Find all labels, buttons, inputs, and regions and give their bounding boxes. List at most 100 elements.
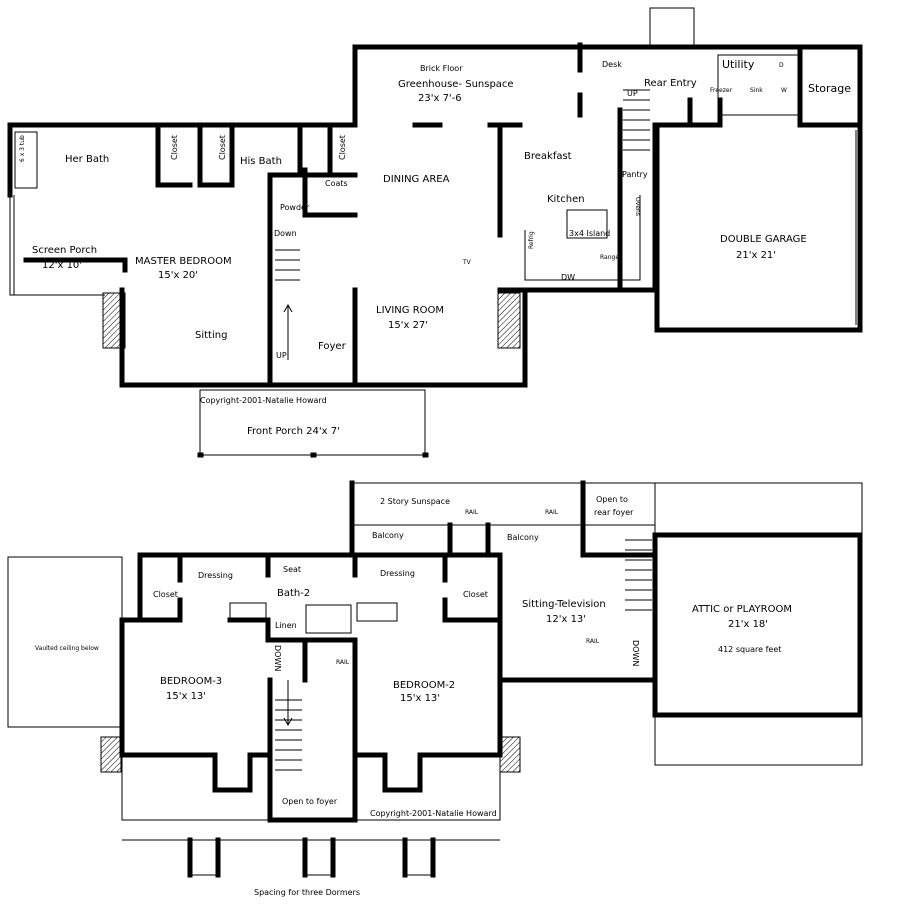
master-bedroom-label: MASTER BEDROOM <box>135 256 232 267</box>
bedroom-3-label: BEDROOM-3 <box>160 676 222 687</box>
closet-label: Closet <box>170 135 179 160</box>
kitchen-counter <box>524 195 641 281</box>
balcony-label: Balcony <box>507 533 539 542</box>
chimney-outline <box>649 7 695 47</box>
kitchen-label: Kitchen <box>547 194 585 205</box>
down-label: DOWN <box>273 645 282 671</box>
utility-fixtures <box>717 54 799 116</box>
screen-porch-size: 12'x 10' <box>42 260 82 271</box>
tub-label: 6 x 3 tub <box>19 135 26 162</box>
open-to-rear-foyer-label: rear foyer <box>594 508 634 517</box>
stair-up-label: UP <box>627 89 638 98</box>
bedroom-3-size: 15'x 13' <box>166 691 206 702</box>
stair <box>275 89 650 281</box>
fireplace-icon <box>100 736 122 773</box>
island-icon <box>566 209 608 239</box>
dressing-label: Dressing <box>198 571 233 580</box>
refrig-label: Refrig <box>528 231 535 249</box>
dining-area-label: DINING AREA <box>383 174 450 185</box>
stair <box>275 539 652 771</box>
living-room-label: LIVING ROOM <box>376 305 444 316</box>
copyright-text: Copyright-2001-Natalie Howard <box>200 396 327 405</box>
double-garage-size: 21'x 21' <box>736 250 776 261</box>
her-bath-label: Her Bath <box>65 154 109 165</box>
wall <box>119 480 863 793</box>
dryer-label: D <box>779 62 784 69</box>
balcony-label: Balcony <box>372 531 404 540</box>
pantry-label: Pantry <box>622 170 648 179</box>
sitting-television-size: 12'x 13' <box>546 614 586 625</box>
down-label: DOWN <box>631 640 640 666</box>
sink-icon <box>356 602 398 622</box>
wall <box>412 42 803 293</box>
tv-label: TV <box>462 259 472 266</box>
washer-label: W <box>781 87 787 94</box>
dressing-label: Dressing <box>380 569 415 578</box>
sunspace-label: 2 Story Sunspace <box>380 497 450 506</box>
copyright-text: Copyright-2001-Natalie Howard <box>370 809 497 818</box>
attic-label: ATTIC or PLAYROOM <box>692 604 792 615</box>
rail-label: RAIL <box>586 638 600 645</box>
rear-entry-label: Rear Entry <box>644 78 697 89</box>
up-label: UP <box>276 351 287 360</box>
rail-label: RAIL <box>545 509 559 516</box>
fireplace-icon <box>102 292 126 349</box>
screen-porch-outline <box>9 195 105 296</box>
garage-wall <box>654 122 863 333</box>
garage-window <box>855 130 861 325</box>
second-floor-plan: 2 Story Sunspace RAIL RAIL Balcony Balco… <box>7 480 863 897</box>
powder-label: Powder <box>280 203 310 212</box>
master-bedroom-size: 15'x 20' <box>158 270 198 281</box>
attic-sqft: 412 square feet <box>718 645 781 654</box>
fireplace-icon <box>499 736 521 773</box>
tub-icon <box>14 131 38 189</box>
linen-label: Linen <box>275 621 297 630</box>
living-room-size: 15'x 27' <box>388 320 428 331</box>
wall <box>7 44 863 198</box>
closet-label: Closet <box>463 590 488 599</box>
double-garage-label: DOUBLE GARAGE <box>720 234 807 245</box>
rail-label: RAIL <box>465 509 479 516</box>
closet-label: Closet <box>218 135 227 160</box>
sink-label: Sink <box>750 87 763 94</box>
his-bath-label: His Bath <box>240 156 282 167</box>
closet-label: Closet <box>338 135 347 160</box>
storage-label: Storage <box>808 82 851 95</box>
bedroom-2-label: BEDROOM-2 <box>393 680 455 691</box>
sink-icon <box>229 602 267 622</box>
down-arrow <box>283 680 293 727</box>
island-label: 3x4 Island <box>569 229 610 238</box>
down-label: Down <box>274 229 297 238</box>
screen-porch-label: Screen Porch <box>32 245 97 256</box>
seat-label: Seat <box>283 565 301 574</box>
closet-label: Closet <box>153 590 178 599</box>
open-to-rear-foyer-label: Open to <box>596 495 628 504</box>
desk-label: Desk <box>602 60 622 69</box>
porch-outline <box>121 755 501 841</box>
vaulted-area-outline <box>7 556 123 728</box>
breakfast-label: Breakfast <box>524 151 572 162</box>
utility-label: Utility <box>722 58 755 71</box>
freezer-label: Freezer <box>710 87 733 94</box>
greenhouse-label: Greenhouse- Sunspace <box>398 79 514 90</box>
dw-label: DW <box>561 273 575 282</box>
greenhouse-size: 23'x 7'-6 <box>418 93 462 104</box>
ovens-label: Ovens <box>634 197 641 216</box>
foyer-label: Foyer <box>318 341 347 352</box>
fireplace-icon <box>497 292 521 349</box>
open-to-foyer-label: Open to foyer <box>282 797 338 806</box>
attic-size: 21'x 18' <box>728 619 768 630</box>
coats-label: Coats <box>325 179 348 188</box>
sitting-television-label: Sitting-Television <box>522 599 606 610</box>
wall <box>23 122 358 388</box>
rail-label: RAIL <box>336 659 350 666</box>
sitting-label: Sitting <box>195 330 227 341</box>
brick-floor-label: Brick Floor <box>420 64 463 73</box>
up-arrow <box>283 303 293 360</box>
first-floor-plan: 6 x 3 tub Her Bath Closet Closet His Bat… <box>7 7 863 458</box>
front-porch-label: Front Porch 24'x 7' <box>247 426 340 437</box>
bedroom-2-size: 15'x 13' <box>400 693 440 704</box>
vaulted-ceiling-label: Vaulted ceiling below <box>35 645 99 652</box>
dormer <box>187 837 436 878</box>
